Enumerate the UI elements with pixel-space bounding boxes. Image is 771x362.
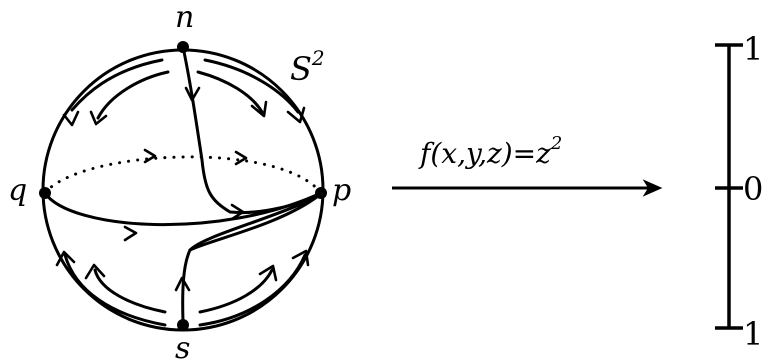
flow-north-inner-right-arrow (250, 100, 268, 118)
map-label: f(x,y,z)=z2 (418, 133, 562, 170)
flow-south-inner-right (198, 268, 274, 314)
flow-south-right-arrow (291, 249, 310, 267)
south-critical-point (177, 319, 189, 331)
north-label: n (175, 0, 194, 35)
equator-back-arrow-2 (234, 150, 248, 166)
flow-south-left (63, 253, 167, 327)
flow-north-left-arrow (62, 110, 80, 127)
map-exponent: 2 (550, 133, 562, 154)
manifold-letter: S (290, 50, 312, 88)
flow-south-inner-right-arrow (258, 264, 278, 282)
interval-bottom-label: 1 (743, 315, 763, 353)
equator-back-dotted (43, 155, 323, 195)
interval-top-label: 1 (743, 30, 763, 68)
flow-south-inner-left-arrow (84, 263, 106, 280)
manifold-label: S2 (290, 46, 325, 88)
manifold-exponent: 2 (311, 46, 325, 70)
flow-south-right (198, 253, 307, 327)
flow-north-center-arrow-1 (184, 86, 201, 102)
interval-mid-label: 0 (743, 170, 763, 208)
south-label: s (175, 331, 190, 362)
flow-north-left (70, 58, 164, 112)
west-critical-point (39, 187, 51, 199)
flow-south-center-b (188, 194, 320, 252)
flow-north-inner-right (196, 70, 264, 114)
west-label: q (8, 173, 27, 208)
flow-north-inner-left-arrow (89, 110, 108, 126)
flow-south-left-arrow (55, 250, 76, 267)
east-label: p (332, 173, 351, 208)
flow-south-center-arrow (174, 276, 191, 292)
flow-north-center (181, 45, 323, 215)
east-critical-point (315, 187, 327, 199)
map-function: f(x,y,z)=z (418, 137, 551, 170)
flow-north-right (203, 58, 300, 114)
north-critical-point (177, 41, 189, 53)
flow-north-right-arrow (286, 106, 306, 124)
flow-north-inner-left (96, 70, 170, 120)
flow-north-center-arrow-2 (230, 203, 245, 221)
equator-front-arrow (123, 225, 138, 242)
flow-south-inner-left (93, 268, 167, 314)
equator-back-arrow-1 (143, 148, 157, 164)
